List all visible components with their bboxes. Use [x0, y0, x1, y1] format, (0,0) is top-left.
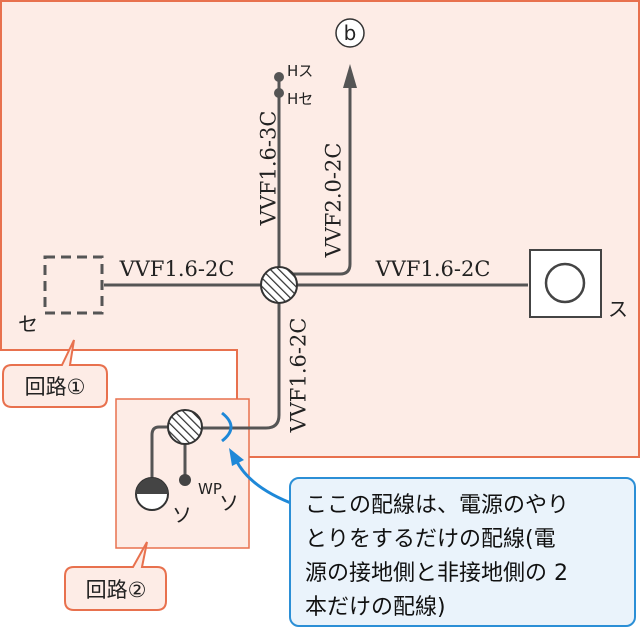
destination-circle [335, 18, 365, 48]
junction-box-main [260, 266, 298, 304]
wire-down [202, 302, 281, 430]
note-arrow [234, 459, 297, 507]
callout-circuit1 [2, 339, 108, 408]
note-line-2: とりをするだけの配線(電 [305, 527, 556, 552]
wire-up-2c [292, 88, 352, 276]
hs-dot-bottom [274, 88, 284, 98]
arrow-up-icon [343, 64, 357, 88]
callout-circuit2-label: 回路② [86, 578, 147, 602]
se-label: セ [18, 312, 38, 336]
lamp-fill [136, 478, 168, 494]
hs-bottom-label: Hセ [287, 90, 313, 108]
note-line-3: 源の接地側と非接地側の 2 [305, 561, 568, 586]
switch-su-circle [544, 262, 586, 304]
su-label: ス [608, 297, 628, 321]
note-arrow-head-icon [229, 448, 244, 466]
junction-box-circuit2 [167, 409, 203, 445]
cable-label-up-right: VVF2.0-2C [322, 143, 346, 259]
cable-label-left: VVF1.6-2C [119, 257, 235, 281]
outlet-se-box [43, 255, 104, 315]
wire-to-lamp [150, 425, 170, 479]
note-line-4: 本だけの配線) [305, 595, 446, 620]
cable-label-up-left: VVF1.6-3C [257, 111, 281, 227]
note-box [289, 477, 636, 627]
destination-label: b [344, 21, 357, 45]
wp-label: WP [198, 480, 222, 498]
so-right-label: ソ [219, 491, 239, 515]
callout-circuit1-label: 回路① [25, 375, 86, 399]
wire-marker-bracket [221, 411, 233, 443]
cable-label-down: VVF1.6-2C [287, 318, 311, 434]
wp-dot [179, 474, 191, 486]
so-left-label: ソ [172, 503, 192, 527]
hs-dot-top [274, 72, 284, 82]
wires [104, 80, 528, 479]
hs-top-label: Hス [287, 62, 313, 80]
callout-circuit2 [64, 541, 167, 611]
cable-label-right: VVF1.6-2C [375, 257, 491, 281]
note-line-1: ここの配線は、電源のやり [305, 493, 569, 518]
